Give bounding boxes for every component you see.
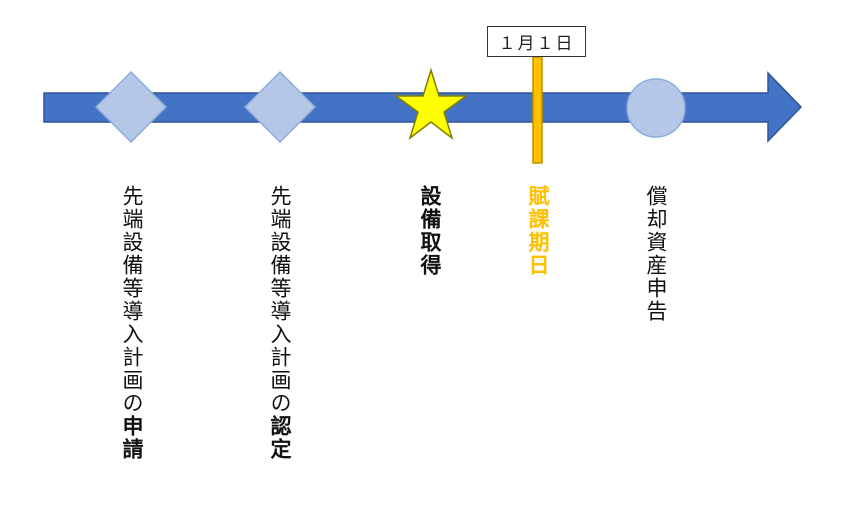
deadline-date-box: １月１日 — [487, 26, 586, 57]
event-label-text: 先端設備等導入計画の — [268, 185, 292, 415]
circle-marker-declaration — [626, 78, 686, 138]
event-label-application: 先端設備等導入計画の申請 — [120, 185, 144, 461]
diamond-marker-approval — [243, 70, 317, 144]
event-label-assessment-date: 賦課期日 — [526, 185, 550, 277]
event-label-declaration: 償却資産申告 — [644, 185, 668, 323]
event-label-emphasis: 認定 — [268, 415, 292, 461]
event-label-acquisition: 設備取得 — [418, 185, 442, 277]
star-icon — [393, 67, 469, 141]
event-label-text: 先端設備等導入計画の — [120, 185, 144, 415]
event-label-approval: 先端設備等導入計画の認定 — [268, 185, 292, 461]
deadline-line — [532, 56, 543, 164]
diamond-marker-application — [94, 70, 168, 144]
event-label-emphasis: 申請 — [120, 415, 144, 461]
